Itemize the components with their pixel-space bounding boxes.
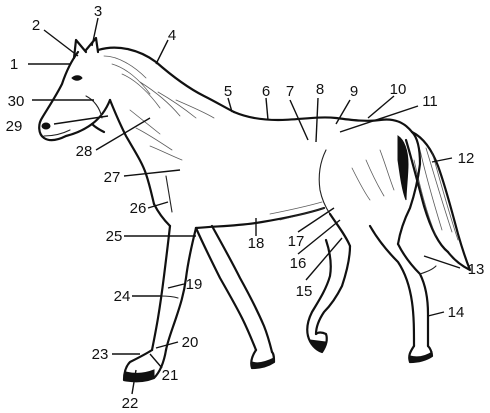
front-leg-far-back [210, 224, 274, 354]
leader-15 [305, 237, 343, 281]
front-leg-near [150, 224, 172, 352]
crest-mane [96, 46, 236, 114]
leader-8 [315, 97, 319, 143]
hind-rear-thigh [396, 162, 422, 246]
knee-detail [159, 295, 179, 299]
ear-front [72, 38, 88, 60]
back-line [232, 110, 414, 134]
leader-4 [155, 39, 169, 65]
barrel-shading [351, 149, 395, 201]
hind-leg-far-front [368, 224, 416, 348]
label-1: 1 [10, 56, 18, 73]
hind-leg-near-front [306, 238, 332, 338]
tail-dock-shadow [397, 135, 409, 201]
label-19: 19 [186, 276, 203, 293]
label-30: 30 [8, 93, 25, 110]
hock-detail [419, 265, 437, 275]
leader-29 [53, 115, 109, 125]
mouth-line [43, 129, 71, 137]
label-10: 10 [390, 81, 407, 98]
mane-hair [103, 55, 215, 119]
leader-13 [423, 255, 461, 269]
leader-2 [43, 29, 79, 57]
label-25: 25 [106, 228, 123, 245]
horse-illustration [38, 36, 472, 383]
leader-17 [297, 207, 335, 233]
leader-lines [28, 17, 461, 395]
leader-10 [367, 95, 395, 119]
label-18: 18 [248, 235, 265, 252]
hind-hoof-far-fill [409, 351, 433, 363]
label-2: 2 [32, 17, 40, 34]
cheek-line [85, 95, 103, 119]
eye [71, 75, 83, 81]
nostril [41, 122, 51, 130]
leader-9 [335, 99, 351, 125]
label-3: 3 [94, 3, 102, 20]
leader-27 [123, 169, 181, 177]
front-leg-near-back [164, 226, 198, 352]
leader-11 [339, 105, 419, 133]
label-20: 20 [182, 334, 199, 351]
shoulder-line [165, 175, 173, 213]
label-22: 22 [122, 395, 139, 412]
label-26: 26 [130, 200, 147, 217]
leader-12 [431, 157, 453, 163]
label-9: 9 [350, 83, 358, 100]
hind-hoof-near [306, 331, 328, 354]
leader-5 [227, 97, 233, 113]
label-23: 23 [92, 346, 109, 363]
leader-6 [265, 97, 269, 121]
leader-22 [131, 369, 137, 395]
label-6: 6 [262, 83, 270, 100]
hind-leg-far [396, 242, 430, 348]
belly-shading [269, 201, 325, 221]
hind-leg-near [314, 244, 352, 336]
tail-hair [413, 147, 459, 241]
front-hoof-far-fill [251, 357, 275, 369]
label-16: 16 [290, 255, 307, 272]
label-14: 14 [448, 304, 465, 321]
label-29: 29 [6, 118, 23, 135]
label-21: 21 [162, 367, 179, 384]
lower-jaw [90, 122, 106, 134]
leader-14 [427, 311, 445, 317]
chest-front [152, 202, 172, 228]
label-12: 12 [458, 150, 475, 167]
leader-26 [147, 201, 169, 209]
hind-thigh [328, 212, 352, 248]
tail-inner [404, 138, 450, 254]
leader-21 [149, 353, 163, 369]
label-17: 17 [288, 233, 305, 250]
leader-7 [289, 99, 309, 141]
label-28: 28 [76, 143, 93, 160]
leader-20 [155, 341, 179, 349]
label-5: 5 [224, 83, 232, 100]
label-8: 8 [316, 81, 324, 98]
front-leg-far [194, 226, 258, 352]
belly-line [194, 206, 326, 230]
hind-hoof-near-fill [308, 339, 327, 353]
flank-line [318, 149, 331, 215]
label-11: 11 [422, 93, 438, 110]
label-13: 13 [468, 261, 485, 278]
neck-underside [108, 98, 156, 206]
label-4: 4 [168, 27, 176, 44]
ear-back [84, 36, 100, 54]
label-24: 24 [114, 288, 131, 305]
leader-3 [91, 17, 99, 47]
front-hoof-near-fill [123, 369, 155, 382]
leader-19 [167, 283, 185, 289]
label-15: 15 [296, 283, 313, 300]
label-7: 7 [286, 83, 294, 100]
neck-muscle [129, 109, 183, 161]
label-27: 27 [104, 169, 121, 186]
leader-28 [95, 117, 151, 151]
part-number-labels: 1 2 3 4 5 6 7 8 9 10 11 12 13 14 15 16 1… [6, 3, 485, 412]
leader-16 [297, 219, 341, 255]
